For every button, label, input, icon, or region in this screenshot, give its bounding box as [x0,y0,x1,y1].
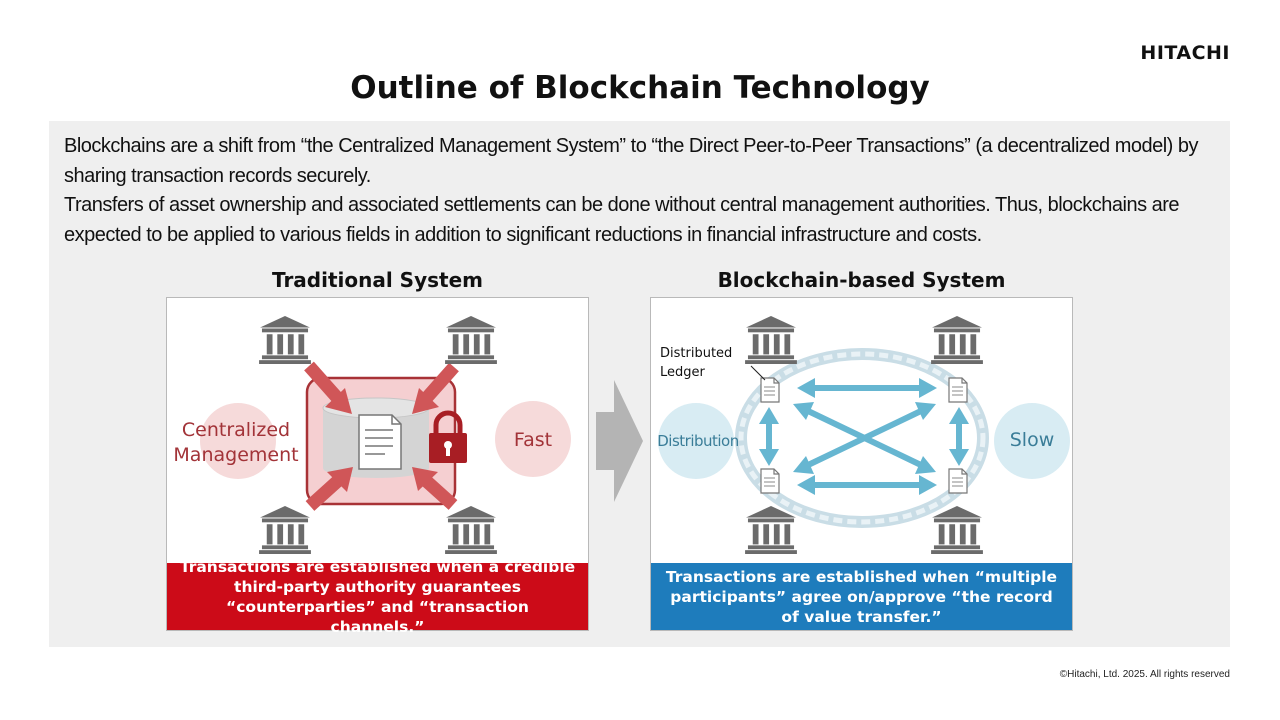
bank-icon [445,316,497,364]
fast-circle [495,401,571,477]
fast-label: Fast [513,429,553,451]
document-icon [760,377,780,403]
hitachi-logo: HITACHI [1140,42,1230,64]
ledger-label-line2: Ledger [660,365,705,380]
traditional-system-graphic [200,316,571,554]
right-arrow-icon [596,380,643,502]
arrow-icon [418,473,458,510]
distribution-circle [658,403,734,479]
bank-icon [259,506,311,554]
bank-icon [931,506,983,554]
blockchain-caption: Transactions are established when “multi… [651,563,1072,630]
bank-icon [259,316,311,364]
traditional-system-heading: Traditional System [272,268,483,292]
arrow-icon [418,362,459,407]
bank-icon [931,316,983,364]
distributed-ledger-label: Distributed Ledger [660,344,732,382]
ledger-pointer [750,365,766,381]
intro-paragraph-2: Transfers of asset ownership and associa… [64,194,1180,246]
slow-circle [994,403,1070,479]
chain-links [738,351,986,525]
page-title: Outline of Blockchain Technology [350,70,930,106]
arrow-icon [759,378,969,495]
centralized-management-label: Centralized Management [171,418,301,468]
blockchain-system-graphic [658,316,1070,554]
copyright-footer: ©Hitachi, Ltd. 2025. All rights reserved [1059,669,1230,680]
centralized-label-line2: Management [173,444,299,466]
traditional-caption: Transactions are established when a cred… [167,558,588,636]
ledger-label-line1: Distributed [660,346,733,361]
arrow-icon [305,473,346,511]
arrow-head [327,467,353,492]
intro-paragraph-1: Blockchains are a shift from “the Centra… [64,135,1199,187]
centralized-management-circle [200,403,276,479]
bank-icon [745,506,797,554]
document-icon [948,377,968,403]
traditional-system-diagram: Centralized Management Fast Transactions… [166,297,589,636]
blockchain-system-heading: Blockchain-based System [717,268,1006,292]
bank-icon [445,506,497,554]
slow-label: Slow [1009,429,1055,451]
arrow-head [325,388,352,414]
document-icon [760,468,780,494]
arrow-head [412,467,438,491]
document-icon [358,414,402,470]
bank-icon [745,316,797,364]
distribution-label: Distribution [657,432,739,450]
lock-icon [429,410,467,463]
intro-text: Blockchains are a shift from “the Centra… [64,132,1224,250]
document-icon [948,468,968,494]
arrow-icon [304,361,346,407]
centralized-label-line1: Centralized [181,419,291,441]
blockchain-system-diagram: Distributed Ledger Distribution Slow Tra… [650,297,1073,631]
arrow-head [412,388,439,414]
